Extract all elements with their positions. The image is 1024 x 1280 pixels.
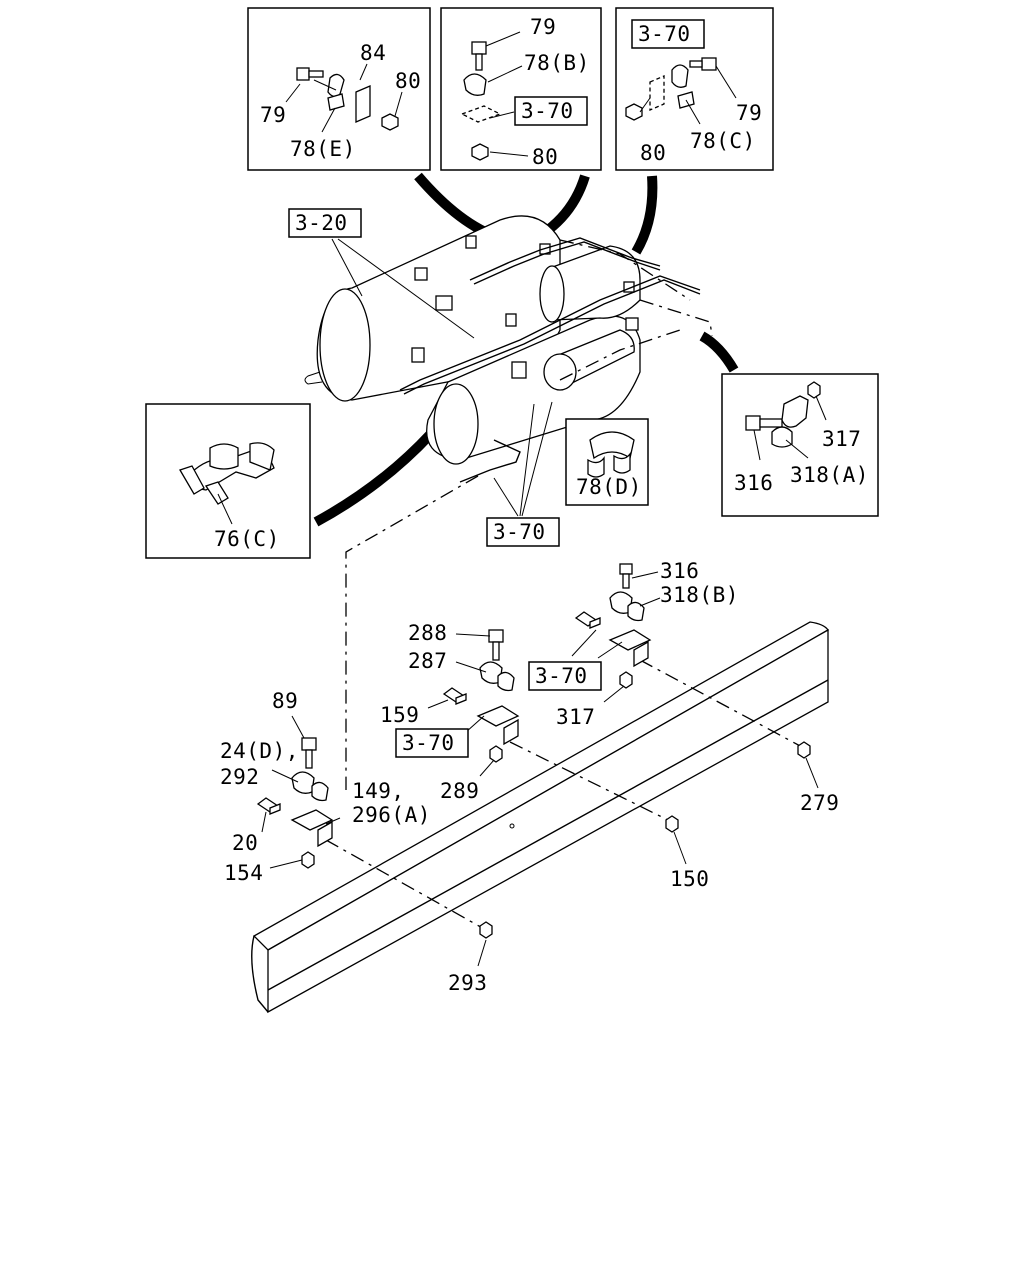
bracket-left: 89 24(D), 292 149, 296(A) 20 154 (220, 689, 431, 885)
callout-316: 316 (734, 471, 773, 495)
air-tank-assembly (304, 215, 713, 483)
callout-316: 316 (660, 559, 699, 583)
frame-rail (251, 621, 829, 1014)
callout-318b: 318(B) (660, 583, 739, 607)
callout-296a: 296(A) (352, 803, 431, 827)
callout-80: 80 (640, 141, 666, 165)
callout-78c: 78(C) (690, 129, 756, 153)
inset-76c: 76(C) (145, 403, 311, 559)
inset-top-center: 79 78(B) 3-70 80 (440, 7, 602, 171)
ref-3-20: 3-20 (295, 211, 348, 235)
callout-317: 317 (556, 705, 595, 729)
frame-nuts: 279 150 293 (448, 741, 839, 995)
callout-154: 154 (224, 861, 263, 885)
callout-293: 293 (448, 971, 487, 995)
callout-317: 317 (822, 427, 861, 451)
callout-279: 279 (800, 791, 839, 815)
bracket-mid: 288 287 159 3-70 289 (380, 621, 520, 803)
callout-150: 150 (670, 867, 709, 891)
callout-318a: 318(A) (790, 463, 869, 487)
callout-78b: 78(B) (524, 51, 590, 75)
callout-80: 80 (395, 69, 421, 93)
callout-289: 289 (440, 779, 479, 803)
bracket-right: 316 318(B) 3-70 317 (528, 559, 739, 729)
ref-3-70: 3-70 (638, 22, 691, 46)
ref-3-70: 3-70 (493, 520, 546, 544)
callout-24d: 24(D), (220, 739, 299, 763)
callout-79: 79 (736, 101, 762, 125)
ref-3-70: 3-70 (402, 731, 455, 755)
callout-149: 149, (352, 779, 405, 803)
callout-159: 159 (380, 703, 419, 727)
callout-80: 80 (532, 145, 558, 169)
callout-76c: 76(C) (214, 527, 280, 551)
inset-78d: 78(D) (565, 418, 649, 506)
callout-89: 89 (272, 689, 298, 713)
inset-top-left: 84 80 79 78(E) (247, 7, 431, 171)
inset-top-right: 3-70 79 80 78(C) (615, 7, 774, 171)
callout-288: 288 (408, 621, 447, 645)
callout-287: 287 (408, 649, 447, 673)
callout-79: 79 (260, 103, 286, 127)
callout-78d: 78(D) (576, 475, 642, 499)
ref-3-70: 3-70 (535, 664, 588, 688)
callout-79: 79 (530, 15, 556, 39)
callout-78e: 78(E) (290, 137, 356, 161)
ref-3-70: 3-70 (521, 99, 574, 123)
callout-20: 20 (232, 831, 258, 855)
callout-84: 84 (360, 41, 386, 65)
inset-right: 317 316 318(A) (721, 373, 879, 517)
callout-292: 292 (220, 765, 259, 789)
